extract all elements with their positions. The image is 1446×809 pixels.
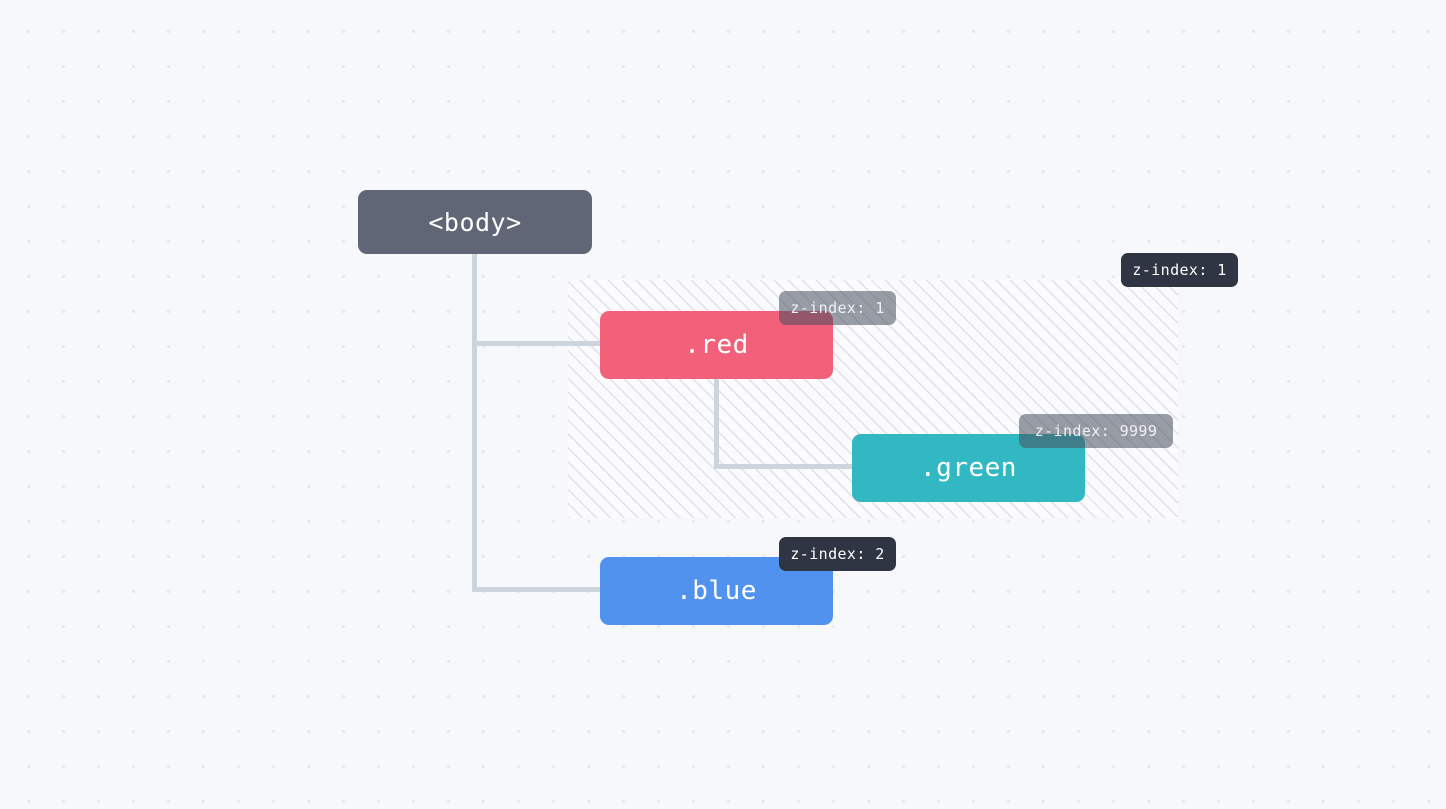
node-blue-label: .blue [676, 576, 757, 606]
node-body[interactable]: <body> [358, 190, 592, 254]
connector-red-trunk [714, 378, 719, 469]
connector-body-trunk [472, 252, 477, 592]
node-red-label: .red [684, 330, 749, 360]
zindex-badge-green-label: z-index: 9999 [1034, 422, 1158, 440]
zindex-badge-red: z-index: 1 [779, 291, 896, 325]
zindex-badge-blue-label: z-index: 2 [790, 545, 885, 563]
zindex-badge-red-label: z-index: 1 [790, 299, 885, 317]
connector-red-to-green [714, 464, 856, 469]
zindex-badge-region: z-index: 1 [1121, 253, 1238, 287]
node-green-label: .green [920, 453, 1017, 483]
node-body-label: <body> [428, 207, 522, 237]
zindex-badge-blue: z-index: 2 [779, 537, 896, 571]
zindex-badge-green: z-index: 9999 [1019, 414, 1173, 448]
node-green[interactable]: .green [852, 434, 1085, 502]
connector-body-to-blue [472, 587, 604, 592]
zindex-badge-region-label: z-index: 1 [1132, 261, 1227, 279]
connector-body-to-red [472, 341, 604, 346]
